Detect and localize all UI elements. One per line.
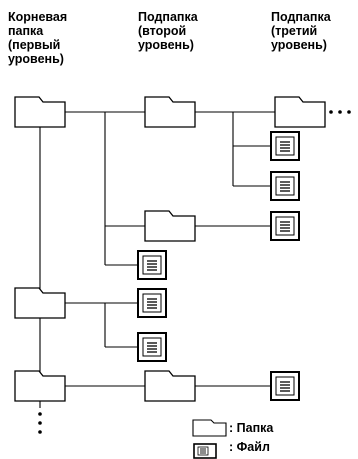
header-level-3-subfolder: Подпапка (третий уровень) bbox=[271, 10, 331, 52]
header-root-folder: Корневая папка (первый уровень) bbox=[8, 10, 68, 66]
file-icon bbox=[137, 250, 167, 280]
file-icon bbox=[270, 171, 300, 201]
folder-icon bbox=[144, 96, 196, 128]
tree-connectors bbox=[39, 111, 275, 408]
file-icon bbox=[270, 131, 300, 161]
file-icon bbox=[270, 211, 300, 241]
folder-icon bbox=[14, 370, 66, 402]
folder-icon bbox=[144, 370, 196, 402]
legend-file-label: : Файл bbox=[229, 440, 270, 454]
folder-icon bbox=[144, 210, 196, 242]
file-icon bbox=[270, 371, 300, 401]
file-icon bbox=[137, 332, 167, 362]
continuation-dots-vertical bbox=[38, 412, 42, 434]
legend-folder-icon bbox=[192, 419, 227, 437]
continuation-dots-horizontal bbox=[329, 110, 351, 114]
header-level-2-subfolder: Подпапка (второй уровень) bbox=[138, 10, 198, 52]
folder-icon bbox=[14, 96, 66, 128]
file-icon bbox=[137, 288, 167, 318]
folder-icon bbox=[274, 96, 326, 128]
legend-folder-label: : Папка bbox=[229, 421, 274, 435]
legend-file-icon bbox=[193, 443, 217, 459]
folder-icon bbox=[14, 287, 66, 319]
